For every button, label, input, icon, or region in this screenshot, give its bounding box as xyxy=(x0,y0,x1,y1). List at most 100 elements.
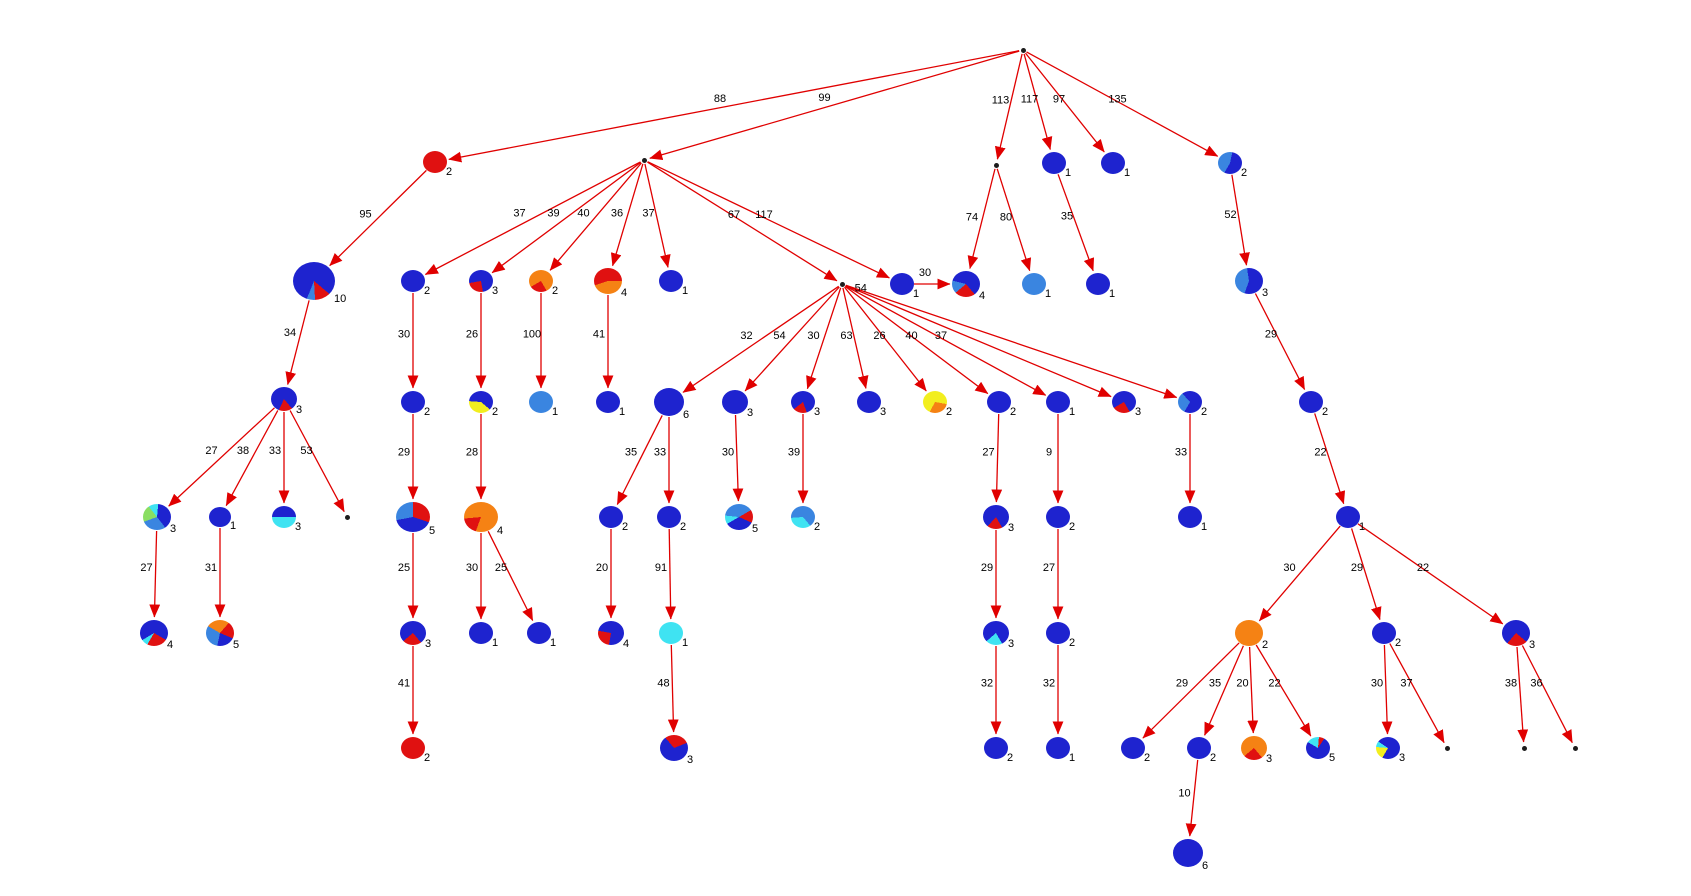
junction-dot-hub67 xyxy=(839,281,845,287)
edge-label: 27 xyxy=(205,445,217,457)
node-count-label: 5 xyxy=(233,639,240,651)
pie-node-i2cc xyxy=(660,735,688,761)
pie-node-n117 xyxy=(1042,152,1066,174)
node-count-label: 1 xyxy=(682,285,689,297)
node-count-label: 3 xyxy=(492,285,499,297)
node-count-label: 2 xyxy=(1201,406,1208,418)
node-count-label: 6 xyxy=(1202,860,1209,872)
edge-label: 30 xyxy=(807,330,819,342)
pie-node-i2 xyxy=(657,506,681,528)
node-count-label: 1 xyxy=(1109,288,1116,300)
junction-dot-dot53 xyxy=(344,514,350,520)
edge-label: 35 xyxy=(625,447,637,459)
edge-n22-p3 xyxy=(1357,523,1504,625)
pie-node-n35 xyxy=(1086,273,1110,295)
pie-node-i1c xyxy=(598,621,624,645)
node-count-label: 3 xyxy=(296,404,303,416)
edge-label: 40 xyxy=(577,208,589,220)
edge-label: 27 xyxy=(140,562,152,574)
node-count-label: 1 xyxy=(492,637,499,649)
node-count-label: 2 xyxy=(446,166,453,178)
edge-label: 54 xyxy=(773,330,785,342)
edge-label: 113 xyxy=(992,95,1010,107)
edge-label: 32 xyxy=(1043,678,1055,690)
node-count-label: 2 xyxy=(1241,167,1248,179)
edge-label: 48 xyxy=(657,678,669,690)
edge-h2-h2c2 xyxy=(487,531,534,621)
edge-label: 29 xyxy=(398,447,410,459)
pie-node-n36 xyxy=(594,268,622,294)
pie-node-h1 xyxy=(396,502,430,532)
node-count-label: 2 xyxy=(1395,637,1402,649)
pie-node-f8 xyxy=(1112,391,1136,413)
pie-node-n97 xyxy=(1101,152,1125,174)
pie-node-h1cc xyxy=(401,737,425,759)
pie-node-r1 xyxy=(1376,737,1400,759)
edge-p2-r1 xyxy=(1381,644,1393,735)
node-count-label: 1 xyxy=(1069,406,1076,418)
pie-node-m2 xyxy=(206,620,234,646)
node-count-label: 1 xyxy=(1065,167,1072,179)
edge-hub2-n117b xyxy=(647,161,890,279)
edge-label: 63 xyxy=(840,330,852,342)
pie-node-n29col xyxy=(1299,391,1323,413)
edge-label: 38 xyxy=(237,445,249,457)
pie-node-n37a xyxy=(401,270,425,292)
edge-hub67-f7 xyxy=(845,285,1047,396)
pie-node-f7 xyxy=(1046,391,1070,413)
edge-label: 25 xyxy=(495,562,507,574)
pie-node-n135 xyxy=(1218,152,1242,174)
edge-label: 30 xyxy=(466,562,478,574)
pie-node-g3 xyxy=(272,506,296,528)
edge-label: 32 xyxy=(740,330,752,342)
edge-ohub-q4 xyxy=(1255,644,1312,737)
pie-node-i1 xyxy=(599,506,623,528)
pie-node-j1 xyxy=(725,504,753,530)
edge-hub113-n30r xyxy=(967,168,996,270)
pie-node-f1 xyxy=(654,388,684,416)
edge-label: 10 xyxy=(1178,788,1190,800)
edge-p3-dot38 xyxy=(1516,646,1529,743)
edge-label: 27 xyxy=(982,447,994,459)
pie-node-h2c1 xyxy=(469,622,493,644)
edge-label: 34 xyxy=(284,327,296,339)
edge-label: 52 xyxy=(1224,209,1236,221)
node-count-label: 2 xyxy=(424,285,431,297)
pie-node-f6 xyxy=(987,391,1011,413)
edge-label: 31 xyxy=(205,562,217,574)
edge-label: 26 xyxy=(466,329,478,341)
pie-node-g1 xyxy=(143,504,171,530)
pie-node-ohub xyxy=(1235,620,1263,646)
edge-label: 35 xyxy=(1209,678,1221,690)
edge-p3-dot36 xyxy=(1521,645,1573,744)
edge-label: 29 xyxy=(1351,562,1363,574)
pie-node-j2 xyxy=(791,506,815,528)
pie-node-n39 xyxy=(469,270,493,292)
edge-i2c-i2cc xyxy=(667,644,679,733)
edge-label: 41 xyxy=(593,329,605,341)
node-count-label: 4 xyxy=(167,639,174,651)
edge-label: 74 xyxy=(966,212,978,224)
pie-node-n34 xyxy=(271,387,297,411)
edge-n34-dot53 xyxy=(289,410,345,513)
node-count-label: 1 xyxy=(1069,752,1076,764)
node-count-label: 4 xyxy=(979,290,986,302)
node-count-label: 1 xyxy=(1045,288,1052,300)
node-count-label: 3 xyxy=(1399,752,1406,764)
edge-hub2-n37a xyxy=(424,161,641,276)
pie-node-f4 xyxy=(857,391,881,413)
node-count-label: 2 xyxy=(1007,752,1014,764)
pie-node-n80 xyxy=(1022,273,1046,295)
pie-node-f2 xyxy=(722,390,748,414)
edge-label: 53 xyxy=(300,445,312,457)
node-count-label: 3 xyxy=(1135,406,1142,418)
edge-label: 30 xyxy=(1371,678,1383,690)
node-count-label: 2 xyxy=(680,521,687,533)
edge-n34-g1 xyxy=(168,407,275,507)
node-count-label: 3 xyxy=(1266,753,1273,765)
pie-node-f3 xyxy=(791,391,815,413)
edge-label: 30 xyxy=(722,447,734,459)
edge-label: 30 xyxy=(1283,562,1295,574)
